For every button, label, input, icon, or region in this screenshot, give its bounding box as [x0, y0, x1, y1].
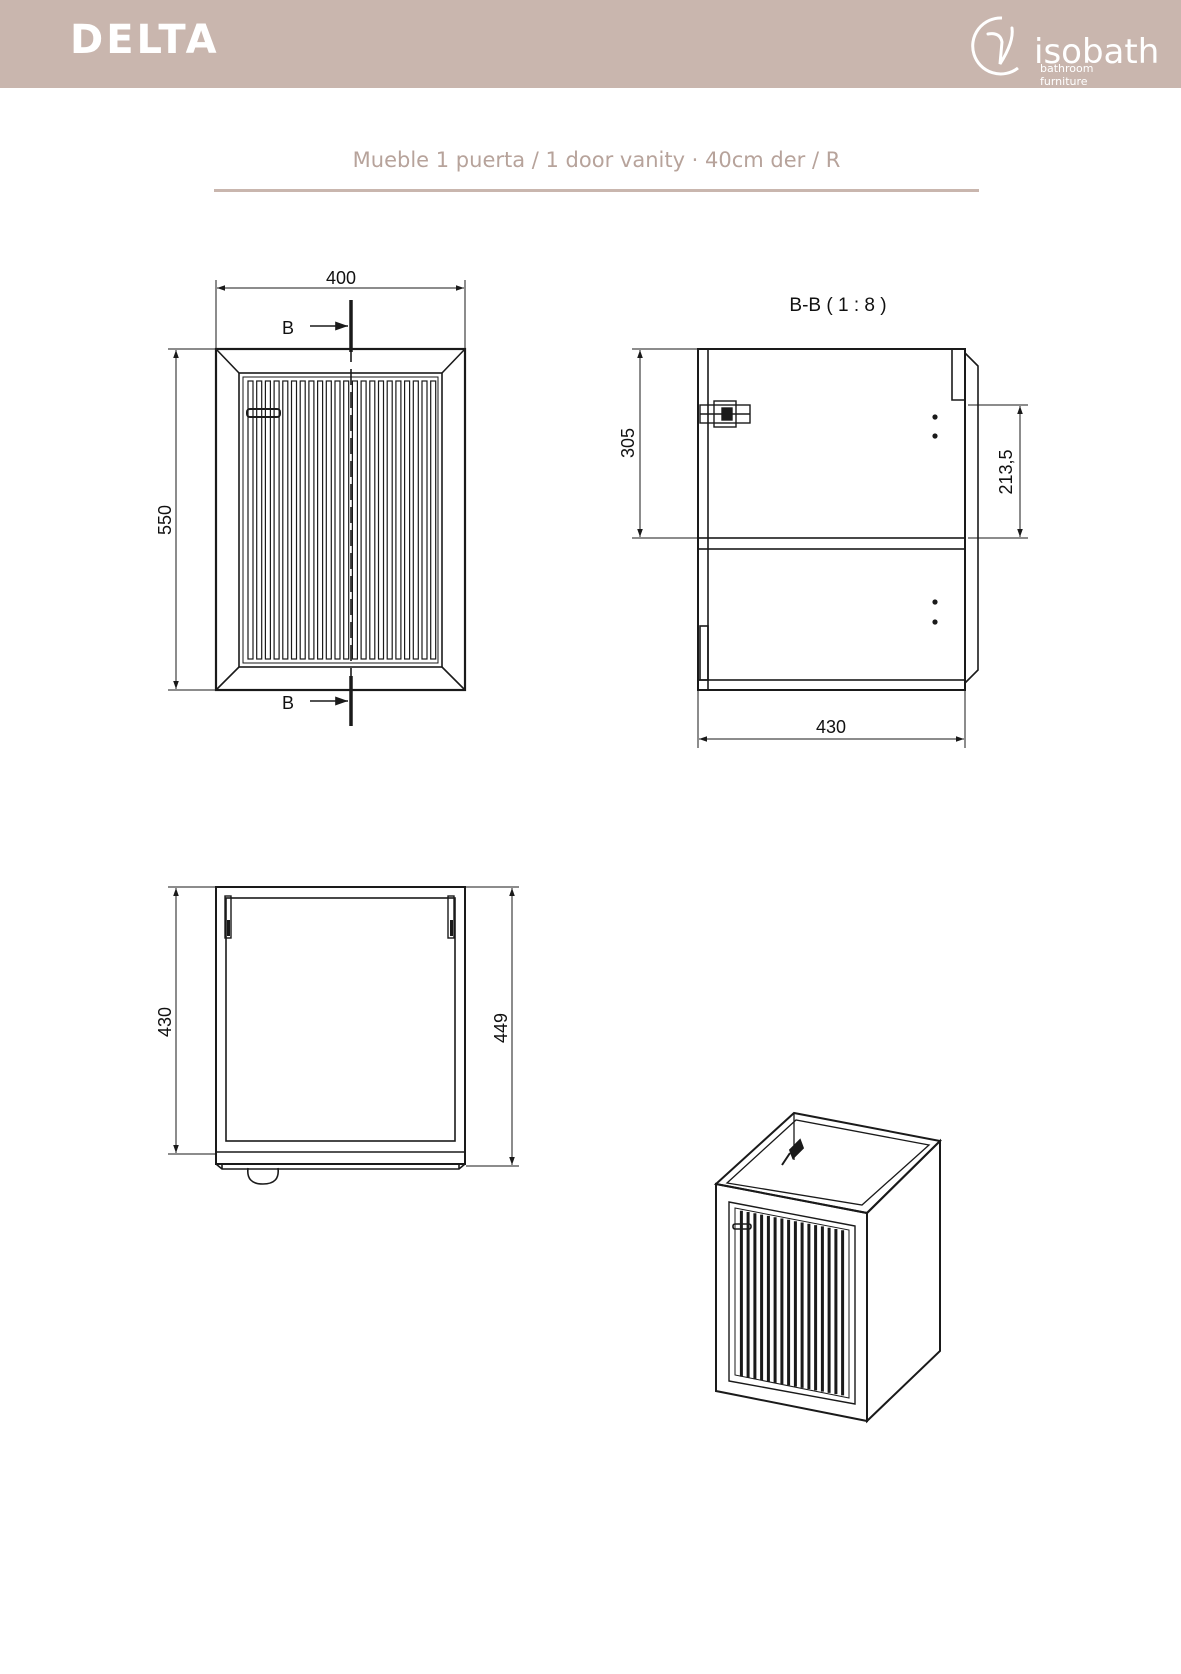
- iso-front-face: [715, 1182, 868, 1423]
- subtitle-rule: [214, 189, 979, 192]
- front-slat: [256, 380, 263, 660]
- plan-knob: [246, 1167, 280, 1185]
- front-slat: [264, 380, 271, 660]
- dim-section-depth: 430: [816, 717, 846, 737]
- dim-front-height: 550: [155, 505, 175, 535]
- front-slat: [282, 380, 289, 660]
- plan-inner: [225, 897, 456, 1142]
- front-slat: [317, 380, 324, 660]
- front-fluted-slats: [247, 380, 437, 660]
- iso-fluted-slats: [739, 1210, 845, 1396]
- front-slat: [308, 380, 315, 660]
- plan-outer: [215, 886, 466, 1165]
- front-slat: [404, 380, 411, 660]
- vanity-isometric-icon: [713, 1111, 943, 1424]
- front-slat: [351, 380, 358, 660]
- header-bar: DELTA isobath bathroom furniture: [0, 0, 1181, 88]
- dim-front-width: 400: [326, 268, 356, 288]
- section-view: [632, 348, 1028, 748]
- front-slat: [247, 380, 254, 660]
- iso-hinge-icon: [788, 1138, 805, 1160]
- front-slat: [360, 380, 367, 660]
- section-view-title: B-B ( 1 : 8 ): [789, 295, 886, 316]
- front-outer-frame: [214, 347, 467, 692]
- logo-wordmark: isobath: [1034, 32, 1160, 72]
- section-shelf: [697, 537, 966, 550]
- circle-v-logo-icon: [971, 16, 1019, 76]
- logo-tagline: bathroom furniture: [1040, 62, 1094, 88]
- front-slat: [421, 380, 428, 660]
- section-label-top: B: [282, 318, 294, 338]
- front-slat: [325, 380, 332, 660]
- front-slat: [377, 380, 385, 660]
- iso-side-face: [866, 1138, 941, 1424]
- section-label-bottom: B: [282, 693, 294, 713]
- brand-logo: isobath bathroom furniture: [966, 12, 1159, 88]
- dim-plan-inner: 430: [155, 1007, 175, 1037]
- plan-view: [168, 886, 519, 1185]
- iso-handle: [732, 1223, 752, 1230]
- front-slat: [290, 380, 298, 660]
- front-slat: [430, 380, 437, 660]
- front-slat: [412, 380, 419, 660]
- front-slat: [386, 380, 393, 660]
- front-slat: [369, 380, 376, 660]
- section-door-profile: [951, 348, 979, 684]
- front-slat: [343, 380, 350, 660]
- front-view: [168, 280, 467, 726]
- hinge-icon: [699, 400, 751, 428]
- door-handle: [246, 408, 281, 418]
- dim-section-hinge: 213,5: [996, 449, 1016, 494]
- brand-title: DELTA: [70, 17, 220, 63]
- front-slat: [395, 380, 402, 660]
- front-inner-panel: [238, 372, 443, 668]
- front-slat: [299, 380, 306, 660]
- section-carcass: [697, 348, 966, 691]
- front-slat: [334, 380, 341, 660]
- page-subtitle: Mueble 1 puerta / 1 door vanity · 40cm d…: [352, 148, 841, 172]
- dim-plan-overall: 449: [491, 1013, 511, 1043]
- front-slat: [273, 380, 280, 660]
- dim-section-upper: 305: [618, 428, 638, 458]
